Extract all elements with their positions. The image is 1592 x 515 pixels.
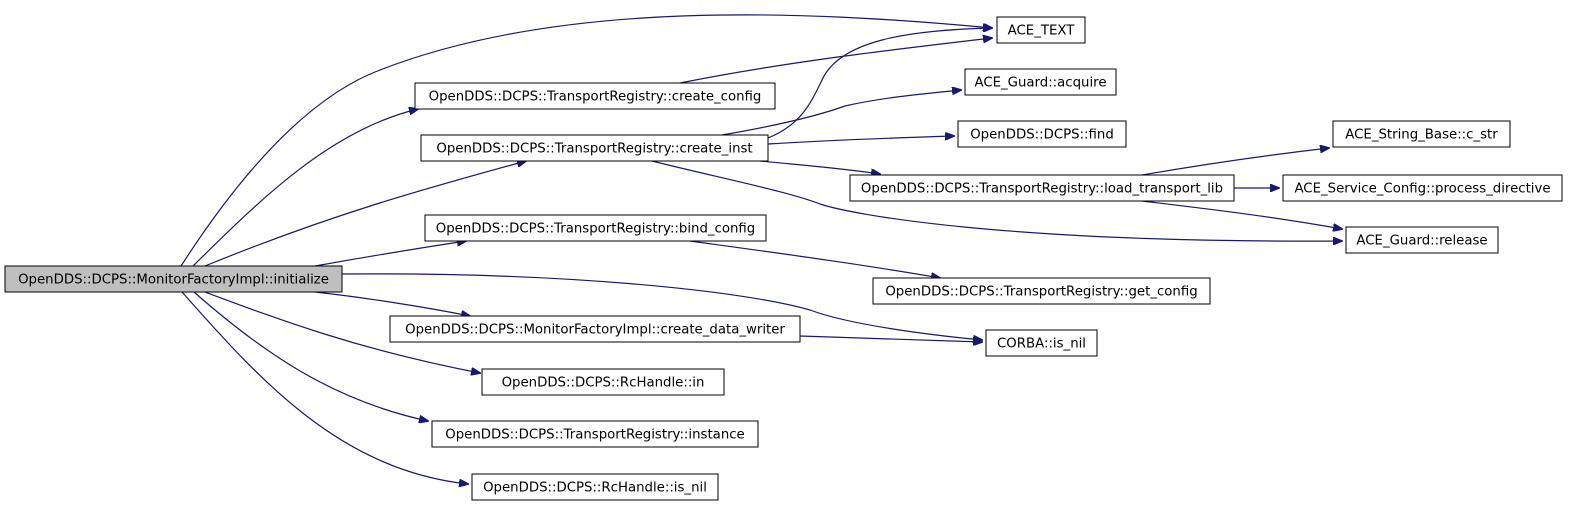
edge-load_lib-to-c_str (1141, 148, 1329, 176)
node-load-lib[interactable]: OpenDDS::DCPS::TransportRegistry::load_t… (849, 174, 1235, 202)
node-create-config[interactable]: OpenDDS::DCPS::TransportRegistry::create… (414, 82, 776, 110)
edge-root-to-corba_is_nil (341, 273, 982, 340)
node-ace-text[interactable]: ACE_TEXT (996, 16, 1086, 44)
node-rc-in[interactable]: OpenDDS::DCPS::RcHandle::in (481, 368, 725, 396)
node-box[interactable] (431, 420, 759, 448)
node-label: CORBA::is_nil (997, 337, 1086, 352)
node-box[interactable] (389, 315, 801, 343)
node-instance[interactable]: OpenDDS::DCPS::TransportRegistry::instan… (431, 420, 759, 448)
edge-create_data_writer-to-corba_is_nil (799, 335, 982, 342)
node-process-directive[interactable]: ACE_Service_Config::process_directive (1282, 174, 1563, 202)
node-label: OpenDDS::DCPS::MonitorFactoryImpl::initi… (18, 273, 329, 288)
edge-bind_config-to-get_config (689, 240, 940, 278)
node-rc-is-nil[interactable]: OpenDDS::DCPS::RcHandle::is_nil (471, 473, 719, 501)
edge-root-to-instance (193, 291, 428, 421)
node-label: OpenDDS::DCPS::TransportRegistry::load_t… (861, 182, 1223, 197)
node-box[interactable] (1345, 226, 1499, 254)
node-create-data-writer[interactable]: OpenDDS::DCPS::MonitorFactoryImpl::creat… (389, 315, 801, 343)
node-label: OpenDDS::DCPS::TransportRegistry::bind_c… (436, 222, 756, 237)
node-label: ACE_Service_Config::process_directive (1294, 182, 1550, 197)
node-get-config[interactable]: OpenDDS::DCPS::TransportRegistry::get_co… (872, 277, 1211, 305)
node-label: OpenDDS::DCPS::MonitorFactoryImpl::creat… (405, 323, 785, 338)
node-guard-acquire[interactable]: ACE_Guard::acquire (964, 68, 1117, 96)
node-box[interactable] (481, 368, 725, 396)
edge-load_lib-to-guard_release (1141, 200, 1342, 229)
node-label: OpenDDS::DCPS::TransportRegistry::create… (436, 142, 752, 157)
node-label: OpenDDS::DCPS::RcHandle::in (502, 376, 705, 391)
edge-create_inst-to-guard_release (651, 160, 1342, 241)
edge-root-to-ace_text (180, 14, 992, 267)
node-find[interactable]: OpenDDS::DCPS::find (957, 120, 1127, 148)
edge-create_config-to-ace_text (679, 38, 992, 84)
node-corba-is-nil[interactable]: CORBA::is_nil (985, 329, 1098, 357)
edge-root-to-rc_is_nil (181, 291, 468, 484)
edge-root-to-create_data_writer (314, 291, 470, 316)
edge-root-to-create_inst (204, 161, 526, 267)
node-box[interactable] (872, 277, 1211, 305)
node-label: ACE_TEXT (1008, 24, 1076, 39)
node-label: OpenDDS::DCPS::TransportRegistry::instan… (445, 428, 744, 443)
node-root[interactable]: OpenDDS::DCPS::MonitorFactoryImpl::initi… (4, 265, 343, 293)
edge-create_inst-to-find (767, 136, 954, 145)
node-box[interactable] (964, 68, 1117, 96)
node-box[interactable] (414, 82, 776, 110)
node-box[interactable] (1282, 174, 1563, 202)
edge-root-to-bind_config (314, 241, 466, 267)
edge-root-to-rc_in (204, 291, 480, 373)
node-box[interactable] (957, 120, 1127, 148)
node-c-str[interactable]: ACE_String_Base::c_str (1332, 120, 1511, 148)
node-box[interactable] (4, 265, 343, 293)
edge-root-to-create_config (192, 109, 418, 267)
nodes: OpenDDS::DCPS::MonitorFactoryImpl::initi… (4, 16, 1563, 501)
node-label: OpenDDS::DCPS::TransportRegistry::create… (429, 90, 762, 105)
node-bind-config[interactable]: OpenDDS::DCPS::TransportRegistry::bind_c… (424, 214, 767, 242)
node-label: OpenDDS::DCPS::find (970, 128, 1114, 143)
edge-create_inst-to-guard_acquire (721, 90, 961, 136)
node-label: OpenDDS::DCPS::RcHandle::is_nil (483, 481, 707, 496)
node-box[interactable] (471, 473, 719, 501)
node-label: ACE_Guard::acquire (974, 76, 1106, 91)
node-label: OpenDDS::DCPS::TransportRegistry::get_co… (885, 285, 1197, 300)
edges (180, 14, 1342, 484)
node-box[interactable] (849, 174, 1235, 202)
node-box[interactable] (424, 214, 767, 242)
node-box[interactable] (420, 134, 769, 162)
node-box[interactable] (985, 329, 1098, 357)
node-label: ACE_String_Base::c_str (1345, 128, 1498, 143)
edge-create_inst-to-load_lib (759, 160, 880, 174)
node-box[interactable] (996, 16, 1086, 44)
node-guard-release[interactable]: ACE_Guard::release (1345, 226, 1499, 254)
node-label: ACE_Guard::release (1356, 234, 1487, 249)
node-box[interactable] (1332, 120, 1511, 148)
node-create-inst[interactable]: OpenDDS::DCPS::TransportRegistry::create… (420, 134, 769, 162)
